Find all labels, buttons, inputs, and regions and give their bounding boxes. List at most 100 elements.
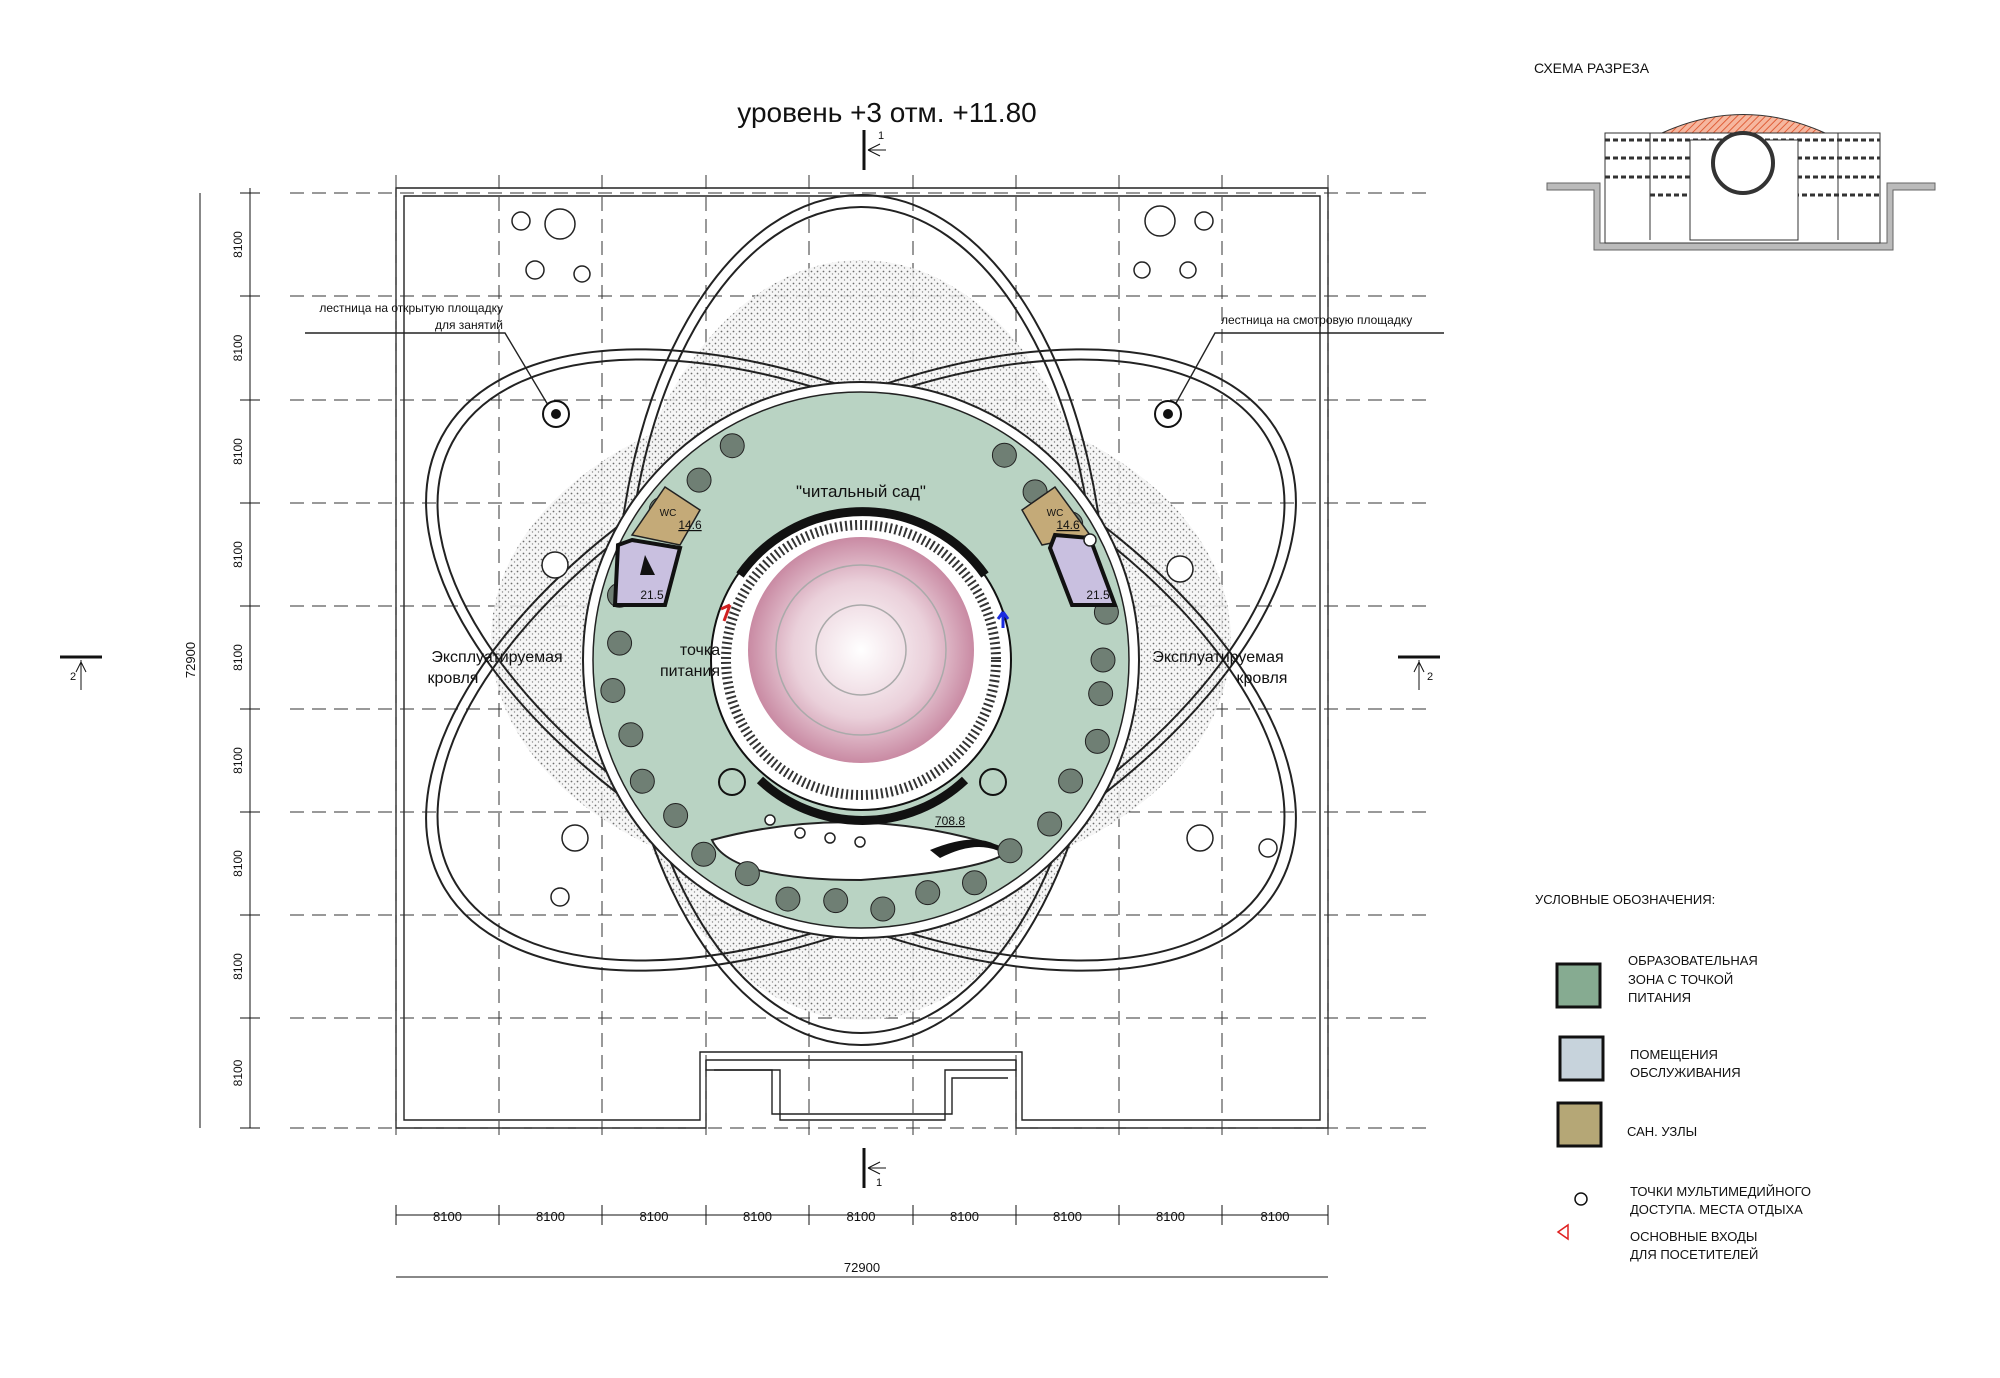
- tree-icon: [719, 433, 745, 459]
- tree-icon: [961, 870, 987, 896]
- wc-right-label: WC: [1047, 508, 1064, 519]
- rest-point-icon: [1083, 533, 1097, 547]
- rest-point-icon: [525, 260, 545, 280]
- vertical-dimension-label: 8100: [231, 541, 245, 568]
- section-mark-right: 2: [1398, 655, 1440, 690]
- tree-icon: [663, 803, 689, 829]
- wc-left: [612, 485, 702, 607]
- legend-swatch-education: [1555, 962, 1602, 1009]
- legend: УСЛОВНЫЕ ОБОЗНАЧЕНИЯ: ОБРАЗОВАТЕЛЬНАЯ ЗО…: [1535, 892, 1811, 1262]
- right-stair-label: лестница на смотровую площадку: [1221, 313, 1412, 327]
- tree-icon: [775, 886, 801, 912]
- legend-swatch-service: [1558, 1035, 1605, 1082]
- stair-left-area: 21.5: [640, 588, 664, 602]
- tree-icon: [1084, 728, 1110, 754]
- stair-right-area: 21.5: [1086, 588, 1110, 602]
- wc-right: [1021, 485, 1118, 607]
- legend-swatch-wc: [1556, 1101, 1603, 1148]
- vertical-dimension-label: 8100: [231, 747, 245, 774]
- rest-point-icon: [854, 836, 866, 848]
- svg-text:ДОСТУПА. МЕСТА ОТДЫХА: ДОСТУПА. МЕСТА ОТДЫХА: [1630, 1202, 1803, 1217]
- svg-text:ОСНОВНЫЕ ВХОДЫ: ОСНОВНЫЕ ВХОДЫ: [1630, 1229, 1757, 1244]
- tree-icon: [1058, 768, 1084, 794]
- wall: [930, 839, 1012, 860]
- horizontal-dimension-label: 8100: [950, 1209, 979, 1224]
- vertical-dimension-label: 8100: [231, 231, 245, 258]
- rest-point-icon: [1179, 261, 1197, 279]
- tree-icon: [686, 467, 712, 493]
- horizontal-dimension-label: 8100: [847, 1209, 876, 1224]
- tree-icon: [1037, 811, 1063, 837]
- tree-icon: [607, 630, 633, 656]
- left-stair-label-1: лестница на открытую площадку: [319, 301, 503, 315]
- tree-icon: [600, 677, 626, 703]
- svg-text:1: 1: [878, 130, 884, 142]
- rest-point-icon: [1144, 205, 1176, 237]
- reading-garden-label: "читальный сад": [796, 482, 926, 501]
- rest-point-icon: [1186, 824, 1214, 852]
- svg-text:ТОЧКИ МУЛЬТИМЕДИЙНОГО: ТОЧКИ МУЛЬТИМЕДИЙНОГО: [1630, 1184, 1811, 1199]
- svg-text:ОБРАЗОВАТЕЛЬНАЯ: ОБРАЗОВАТЕЛЬНАЯ: [1628, 953, 1758, 968]
- rest-point-icon: [541, 551, 569, 579]
- axis-grid: [290, 175, 1430, 1140]
- rest-points: [511, 205, 1278, 907]
- wc-left-label: WC: [660, 508, 677, 519]
- rest-point-icon: [511, 211, 531, 231]
- horizontal-dimension-label: 8100: [1156, 1209, 1185, 1224]
- horizontal-dimension-label: 8100: [1261, 1209, 1290, 1224]
- roof-right-label-1: Эксплуатируемая: [1152, 649, 1283, 666]
- entry-arrow-blue-icon: [996, 611, 1010, 628]
- food-point-label-2: питания: [660, 663, 720, 680]
- svg-text:ДЛЯ ПОСЕТИТЕЛЕЙ: ДЛЯ ПОСЕТИТЕЛЕЙ: [1630, 1247, 1758, 1262]
- svg-text:2: 2: [1427, 671, 1433, 683]
- vertical-dimension-label: 8100: [231, 438, 245, 465]
- central-atrium: [710, 507, 1012, 825]
- wc-left-area: 14.6: [678, 518, 702, 532]
- tree-icon: [691, 841, 717, 867]
- entry-arrow-red-icon: [720, 603, 732, 622]
- horizontal-dimension-label: 8100: [433, 1209, 462, 1224]
- rest-point-icon: [561, 824, 589, 852]
- horizontal-dimension-label: 8100: [640, 1209, 669, 1224]
- svg-text:САН. УЗЛЫ: САН. УЗЛЫ: [1627, 1124, 1697, 1139]
- skylight-icon: [718, 768, 746, 796]
- horizontal-total-dimension: 72900: [844, 1260, 880, 1275]
- wc-right-area: 14.6: [1056, 518, 1080, 532]
- stair-direction-icon: [640, 555, 655, 575]
- skylight-icon: [979, 768, 1007, 796]
- dome: [748, 537, 974, 763]
- entrance-legend-icon: [1556, 1223, 1569, 1241]
- rest-point-icon: [544, 208, 576, 240]
- vertical-total-dimension: 72900: [183, 642, 198, 678]
- rest-point-icon: [550, 887, 570, 907]
- horizontal-dimension-label: 8100: [743, 1209, 772, 1224]
- plan-title: уровень +3 отм. +11.80: [737, 97, 1036, 128]
- rest-point-legend-icon: [1574, 1192, 1588, 1206]
- tree-icon: [991, 442, 1017, 468]
- roof-right-label-2: кровля: [1237, 670, 1288, 687]
- section-mark-top: 1: [862, 130, 886, 170]
- rest-point-icon: [1258, 838, 1278, 858]
- legend-title: УСЛОВНЫЕ ОБОЗНАЧЕНИЯ:: [1535, 892, 1715, 907]
- roof-left-label-1: Эксплуатируемая: [431, 649, 562, 666]
- svg-text:ОБСЛУЖИВАНИЯ: ОБСЛУЖИВАНИЯ: [1630, 1065, 1741, 1080]
- food-point-label-1: точка: [680, 642, 720, 659]
- section-mark-bottom: 1: [862, 1148, 886, 1189]
- rest-point-icon: [1166, 555, 1194, 583]
- dimension-lines: 72900 72900 8100 8100 8100 8100 8100 8100 8100…: [183, 188, 1329, 1278]
- tree-icon: [870, 896, 896, 922]
- rest-point-icon: [573, 265, 591, 283]
- tree-icon: [997, 838, 1023, 864]
- rest-point-icon: [1133, 261, 1151, 279]
- tree-icon: [618, 722, 644, 748]
- rest-point-icon: [824, 832, 836, 844]
- rest-point-icon: [764, 814, 776, 826]
- svg-text:ПОМЕЩЕНИЯ: ПОМЕЩЕНИЯ: [1630, 1047, 1718, 1062]
- tree-icon: [1090, 647, 1116, 673]
- tree-icon: [1088, 681, 1114, 707]
- section-mark-left: 2: [60, 655, 102, 690]
- rest-point-icon: [1194, 211, 1214, 231]
- tree-icon: [823, 888, 849, 914]
- vertical-dimension-label: 8100: [231, 1059, 245, 1086]
